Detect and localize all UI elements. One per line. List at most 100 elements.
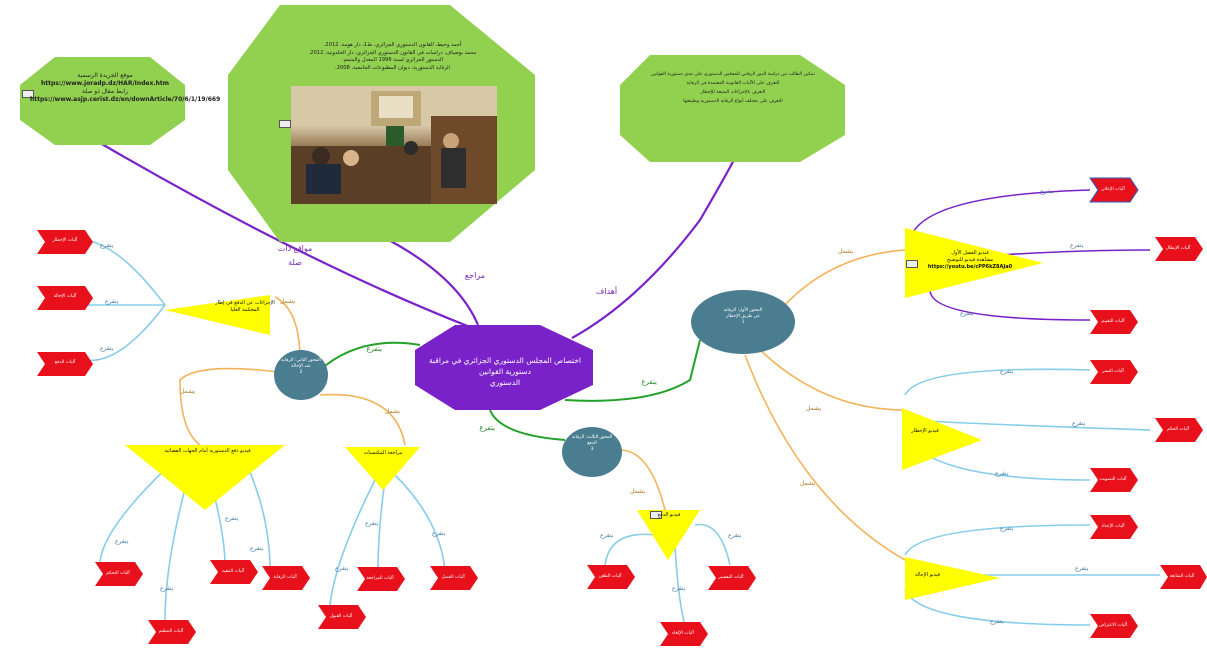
red-node	[357, 567, 405, 591]
red-label[interactable]: آليات الدفع	[54, 360, 76, 365]
red-label[interactable]: آليات القبول	[329, 614, 353, 619]
websites-text: موقع الجريدة الرسمية https://www.joradp.…	[30, 72, 221, 103]
red-node	[1155, 418, 1203, 442]
courtroom-photo	[291, 86, 497, 204]
red-label[interactable]: آليات الاعتراض	[1098, 623, 1128, 628]
goals-node	[620, 55, 845, 162]
attachment-icon[interactable]	[279, 120, 291, 128]
edge-label-branch-left: يتفرع	[366, 345, 382, 353]
red-label[interactable]: آليات التفسير	[718, 575, 744, 580]
edge-label-branches: يتفرع	[335, 565, 349, 572]
triangle-video	[905, 228, 1043, 298]
red-label[interactable]: آليات التقييم	[1101, 319, 1125, 324]
red-node	[1090, 360, 1138, 384]
center-title[interactable]: اختصاص المجلس الدستوري الجزائري في مراقب…	[428, 356, 582, 387]
red-node	[1090, 310, 1138, 334]
triangle-f-text[interactable]: فيديو الدفع	[657, 512, 681, 518]
red-node	[210, 560, 258, 584]
red-label[interactable]: آليات المتابعة	[1169, 574, 1195, 579]
edge-websites	[94, 139, 471, 329]
triangle-a-text[interactable]: فيديو الإخطار	[911, 428, 939, 434]
edge-label-branches: يتفرع	[250, 545, 264, 552]
red-label[interactable]: آليات الإعداد	[1101, 524, 1125, 529]
red-node	[318, 605, 366, 629]
red-node	[660, 622, 708, 646]
edge-label-branches: يتفرع	[995, 470, 1009, 477]
edge-label-branches: يتفرع	[1000, 368, 1014, 375]
edge-label-includes: يشمل	[385, 408, 401, 415]
red-label[interactable]: آليات المراجعة	[366, 576, 394, 581]
red-label[interactable]: آليات الإلغاء	[672, 631, 694, 636]
red-node	[1160, 565, 1207, 589]
edge-label-includes: يشمل	[838, 248, 854, 255]
red-label[interactable]: آليات التنظيم	[158, 629, 184, 634]
journal-link[interactable]: https://www.joradp.dz/HAR/Index.htm	[40, 80, 170, 87]
article-link[interactable]: https://www.asjp.cerist.dz/en/downArticl…	[30, 96, 221, 103]
edge-label-branches: يتفرع	[1075, 565, 1089, 572]
edge-label-branches: يتفرع	[600, 532, 614, 539]
edge-label-branch-bottom: يتفرع	[479, 424, 495, 432]
edge-label-goals: أهداف	[596, 287, 618, 296]
red-node	[1090, 515, 1138, 539]
edge-branch-right	[564, 339, 701, 402]
triangle-e-text[interactable]: مراجعة المكتسبات	[363, 450, 403, 456]
attachment-icon[interactable]	[650, 511, 662, 519]
red-label[interactable]: آليات النشر	[1102, 369, 1124, 374]
edge-label-branches: يتفرع	[990, 618, 1004, 625]
courtroom-illustration	[291, 86, 497, 204]
center-node	[415, 325, 593, 410]
red-label[interactable]: آليات الإحالة	[53, 294, 77, 299]
triangle-c-text[interactable]: الإجراءات عن الدفع في إطار المحكمة العلي…	[215, 300, 275, 313]
edge-label-branches: يتفرع	[432, 530, 446, 537]
edge-label-branches: يتفرع	[1040, 188, 1054, 195]
node-first	[691, 290, 795, 354]
red-node	[587, 565, 635, 589]
triangle-video-text[interactable]: فيديو الفصل الأول مشاهدة فيديو للتوضيح h…	[927, 250, 1013, 270]
edge-label-branch-right: يتفرع	[641, 378, 657, 386]
edge-label-branches: يتفرع	[960, 310, 974, 317]
red-node	[37, 352, 93, 376]
triangle-d-text[interactable]: فيديو دفع الدستورية أمام الجهات القضائية	[164, 448, 251, 454]
node-second	[274, 350, 328, 400]
red-node	[262, 566, 310, 590]
triangle-b-text[interactable]: فيديو الإحالة	[914, 572, 941, 578]
red-label[interactable]: آليات التصويت	[1099, 477, 1127, 482]
edge-label-branches: يتفرع	[100, 345, 114, 352]
edge-label-branches: يتفرع	[365, 520, 379, 527]
edge-label-websites: مواقع ذات صلة	[277, 244, 313, 267]
triangle-f	[637, 510, 700, 560]
attachment-icon[interactable]	[906, 260, 918, 268]
attachment-icon[interactable]	[22, 90, 34, 98]
triangle-a	[902, 408, 982, 470]
red-node	[1090, 468, 1138, 492]
red-label[interactable]: آليات الإبطال	[1165, 246, 1191, 251]
edge-label-branches: يتفرع	[1072, 420, 1086, 427]
edge-branch-bottom	[489, 409, 566, 441]
red-node	[37, 230, 93, 254]
triangle-e	[345, 447, 420, 490]
triangle-b	[905, 557, 1000, 600]
red-label[interactable]: آليات التحكم	[106, 571, 130, 576]
red-label[interactable]: آليات الفصل	[441, 575, 465, 580]
triangle-d	[125, 445, 285, 510]
edge-refs	[364, 227, 480, 326]
websites-node	[20, 57, 185, 145]
edge-branch-left	[319, 341, 421, 371]
red-label[interactable]: آليات الإخطار	[52, 238, 78, 243]
edge-label-includes: يشمل	[280, 298, 296, 305]
red-label[interactable]: آليات الطعن	[598, 574, 622, 579]
red-label[interactable]: آليات الإعلان	[1101, 187, 1125, 192]
red-label[interactable]: آليات التنفيذ	[221, 569, 245, 574]
edge-label-branches: يتفرع	[100, 242, 114, 249]
edge-label-branches: يتفرع	[672, 585, 686, 592]
red-label[interactable]: آليات الحكم	[1166, 427, 1190, 432]
triangle-c	[165, 295, 270, 335]
edge-label-includes: يشمل	[180, 388, 196, 395]
red-node	[1155, 237, 1203, 261]
edge-label-branches: يتفرع	[105, 298, 119, 305]
goals-text: تمكين الطالب من دراسة الدور الرقابي للمج…	[651, 72, 815, 104]
red-label[interactable]: آليات الرقابة	[273, 575, 297, 580]
